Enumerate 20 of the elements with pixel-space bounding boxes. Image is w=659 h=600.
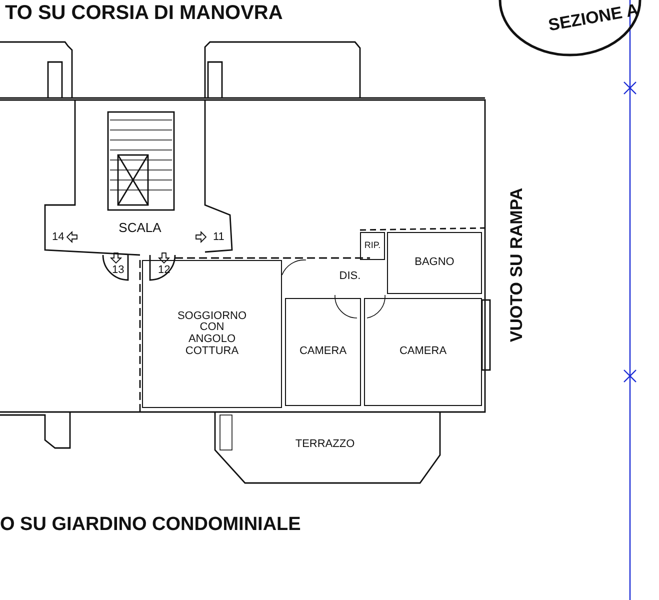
room-outline bbox=[142, 260, 282, 408]
door-number: 13 bbox=[112, 264, 124, 276]
room-label: SCALA bbox=[118, 221, 162, 235]
room-label: BAGNO bbox=[414, 257, 454, 269]
room-outline bbox=[285, 298, 361, 406]
side-note: VUOTO SU RAMPA bbox=[507, 188, 528, 342]
room-label: CAMERA bbox=[399, 346, 447, 358]
room-outline bbox=[387, 232, 482, 294]
room-label: SOGGIORNO CON ANGOLO COTTURA bbox=[177, 310, 247, 358]
door-number: 14 bbox=[52, 231, 64, 243]
room-outline bbox=[360, 232, 385, 260]
door-number: 12 bbox=[158, 264, 170, 276]
door-number: 11 bbox=[213, 231, 224, 243]
room-outline bbox=[364, 298, 482, 406]
heading-text: TO SU CORSIA DI MANOVRA bbox=[5, 2, 283, 25]
room-label: TERRAZZO bbox=[295, 439, 355, 451]
heading-text: O SU GIARDINO CONDOMINIALE bbox=[0, 514, 301, 536]
room-label: CAMERA bbox=[299, 346, 347, 358]
room-label: RIP. bbox=[364, 241, 381, 251]
room-label: DIS. bbox=[339, 271, 361, 283]
